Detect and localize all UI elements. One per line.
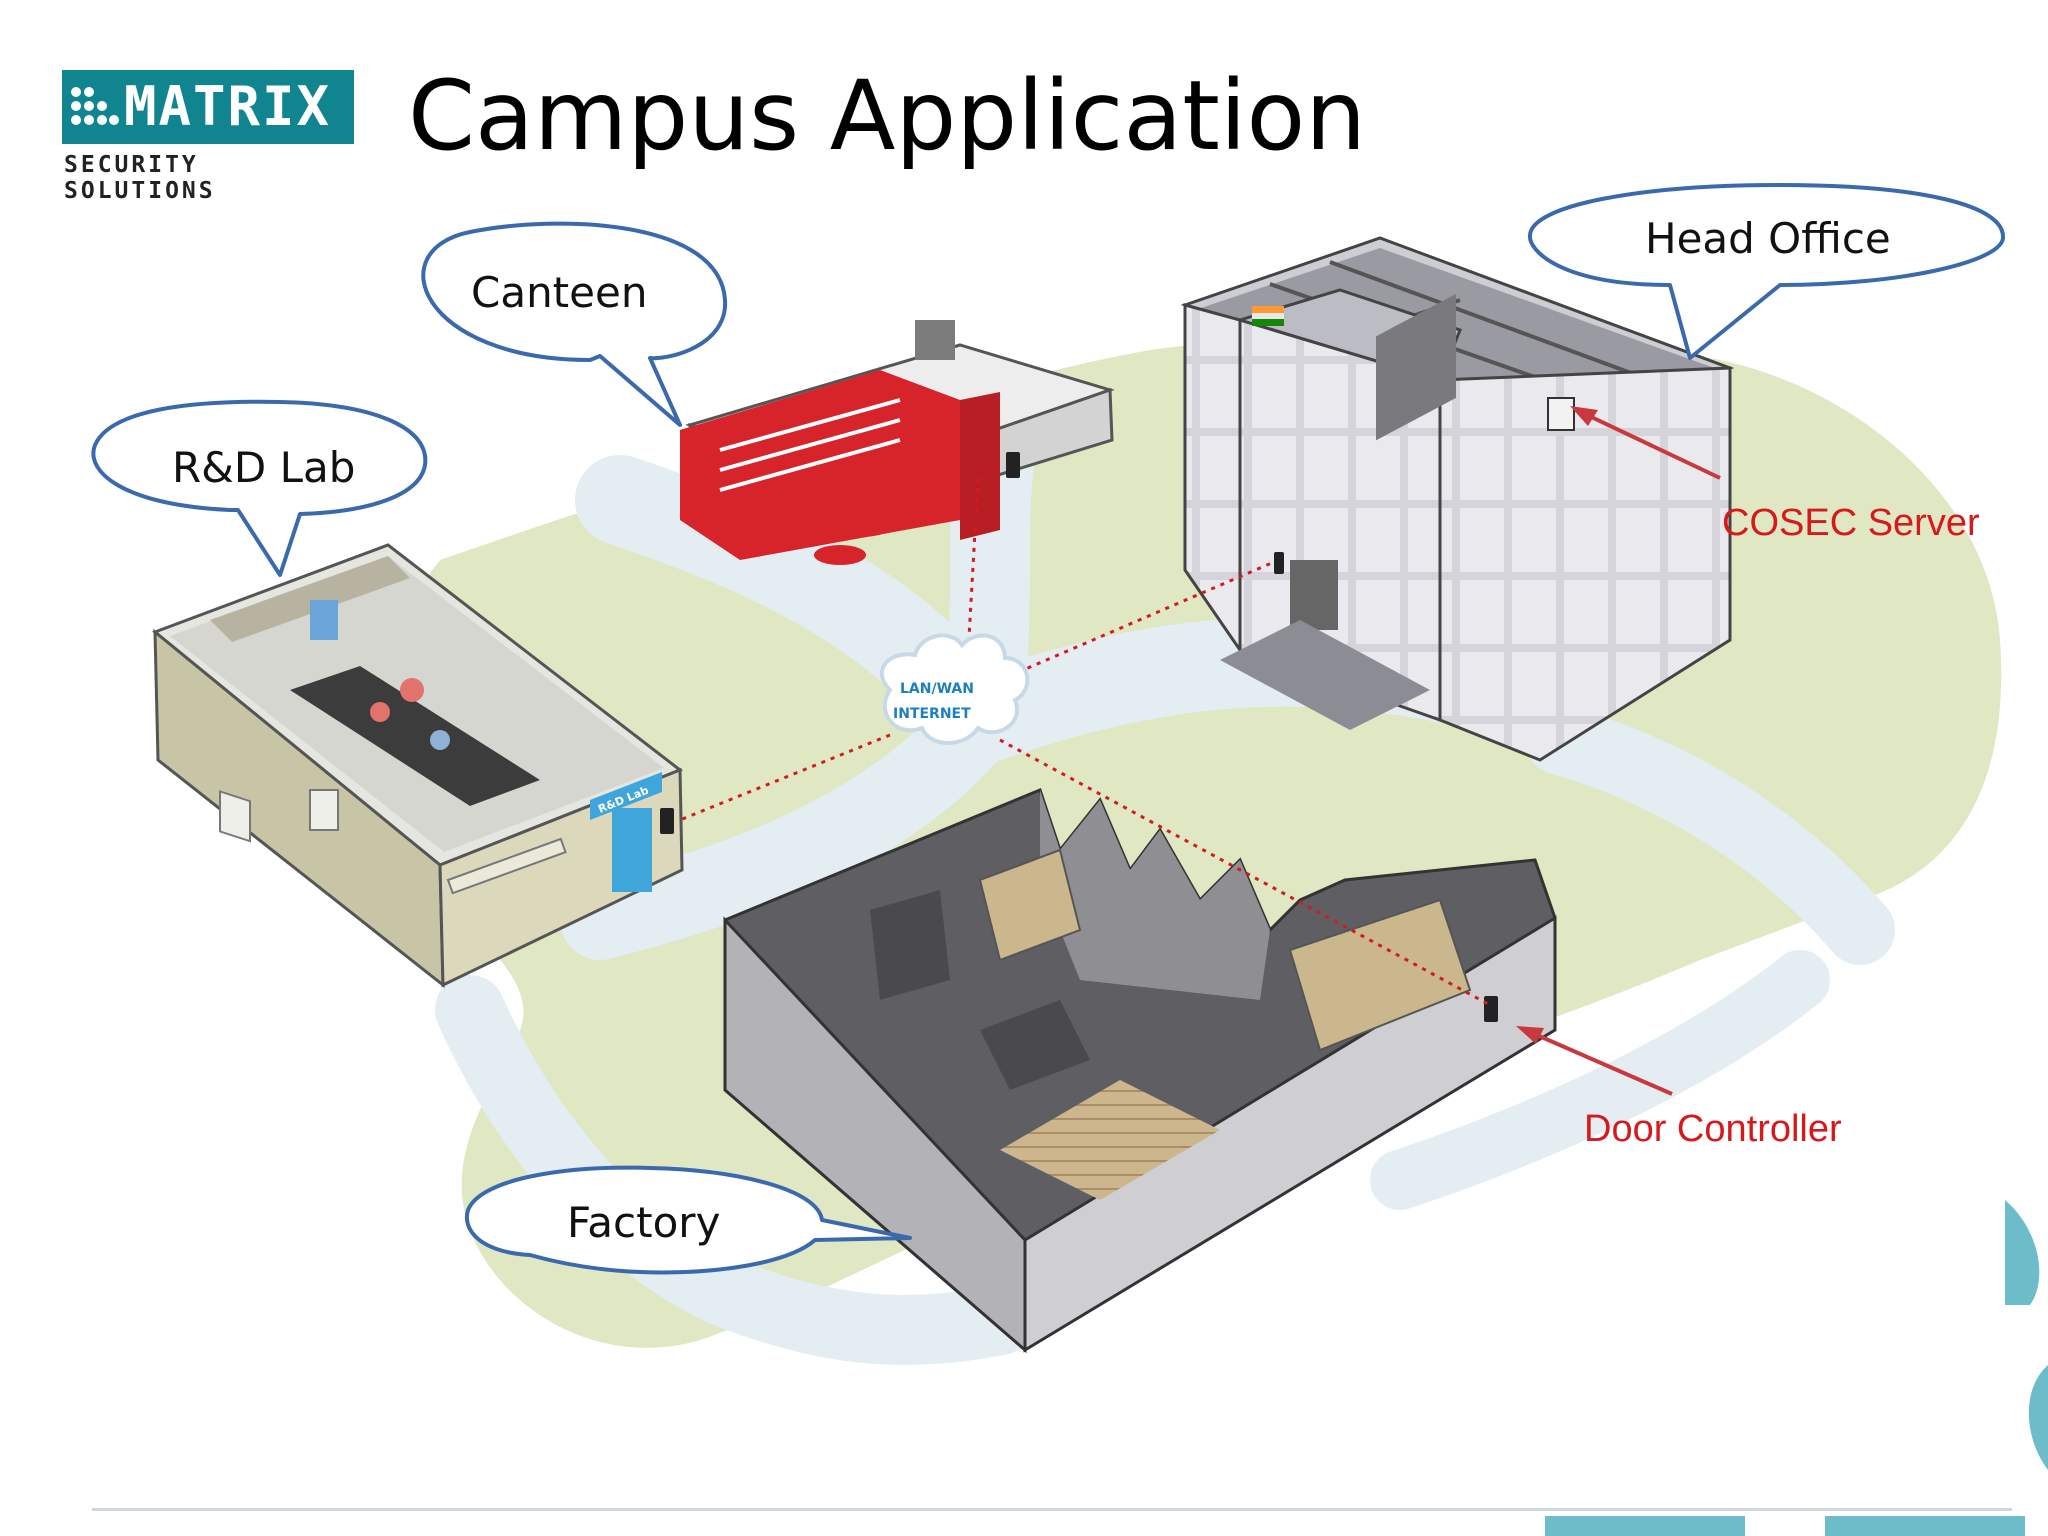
logo-wordmark: MATRIX: [124, 75, 332, 138]
callout-factory: Factory: [464, 1165, 912, 1275]
annotation-arrows: [1516, 406, 1721, 1096]
callout-canteen: Canteen: [421, 221, 728, 427]
callout-canteen-label: Canteen: [471, 268, 647, 317]
door-controller-label: Door Controller: [1584, 1108, 1842, 1150]
rd-lab-door-controller: [660, 808, 674, 834]
logo-badge: MATRIX: [62, 70, 354, 144]
rd-lab-door: [612, 808, 652, 892]
head-office-door-controller: [1274, 552, 1284, 574]
matrix-logo: MATRIX SECURITY SOLUTIONS: [62, 70, 358, 204]
rd-lab-building: R&D Lab: [152, 543, 684, 989]
slide-footer-rule: [92, 1508, 2012, 1511]
network-links: [679, 477, 1491, 1007]
factory-crate: [978, 848, 1082, 962]
factory-door-controller: [1484, 996, 1498, 1022]
callout-rd-lab-label: R&D Lab: [172, 443, 355, 492]
callout-factory-label: Factory: [567, 1198, 720, 1247]
factory-wooden-floor: [1000, 1080, 1220, 1200]
head-office-building: [1180, 236, 1735, 762]
factory-machine: [870, 890, 950, 1000]
factory-large-crate: [1288, 898, 1472, 1052]
page-title: Campus Application: [408, 60, 1367, 172]
factory-building: [723, 293, 1557, 1354]
cloud-label-line2: INTERNET: [893, 706, 971, 722]
logo-tagline: SECURITY SOLUTIONS: [64, 152, 216, 204]
canteen-tables: [700, 500, 894, 565]
lan-wan-cloud: LAN/WAN INTERNET: [879, 633, 1030, 745]
callout-head-office-label: Head Office: [1645, 214, 1891, 263]
factory-door: [1376, 293, 1456, 441]
head-office-door: [1290, 560, 1338, 630]
logo-dots-icon: [62, 70, 124, 144]
cosec-server-label: COSEC Server: [1722, 502, 1980, 544]
lab-flask-blue: [310, 600, 338, 640]
callout-head-office: Head Office: [1527, 183, 2006, 360]
cloud-label-line1: LAN/WAN: [900, 681, 974, 697]
slide-decoration: [1545, 1200, 2048, 1536]
canteen-building: [680, 320, 1115, 565]
callout-rd-lab: R&D Lab: [91, 399, 428, 577]
canteen-door-controller: [1006, 452, 1020, 478]
cosec-server-icon: [1547, 397, 1575, 431]
